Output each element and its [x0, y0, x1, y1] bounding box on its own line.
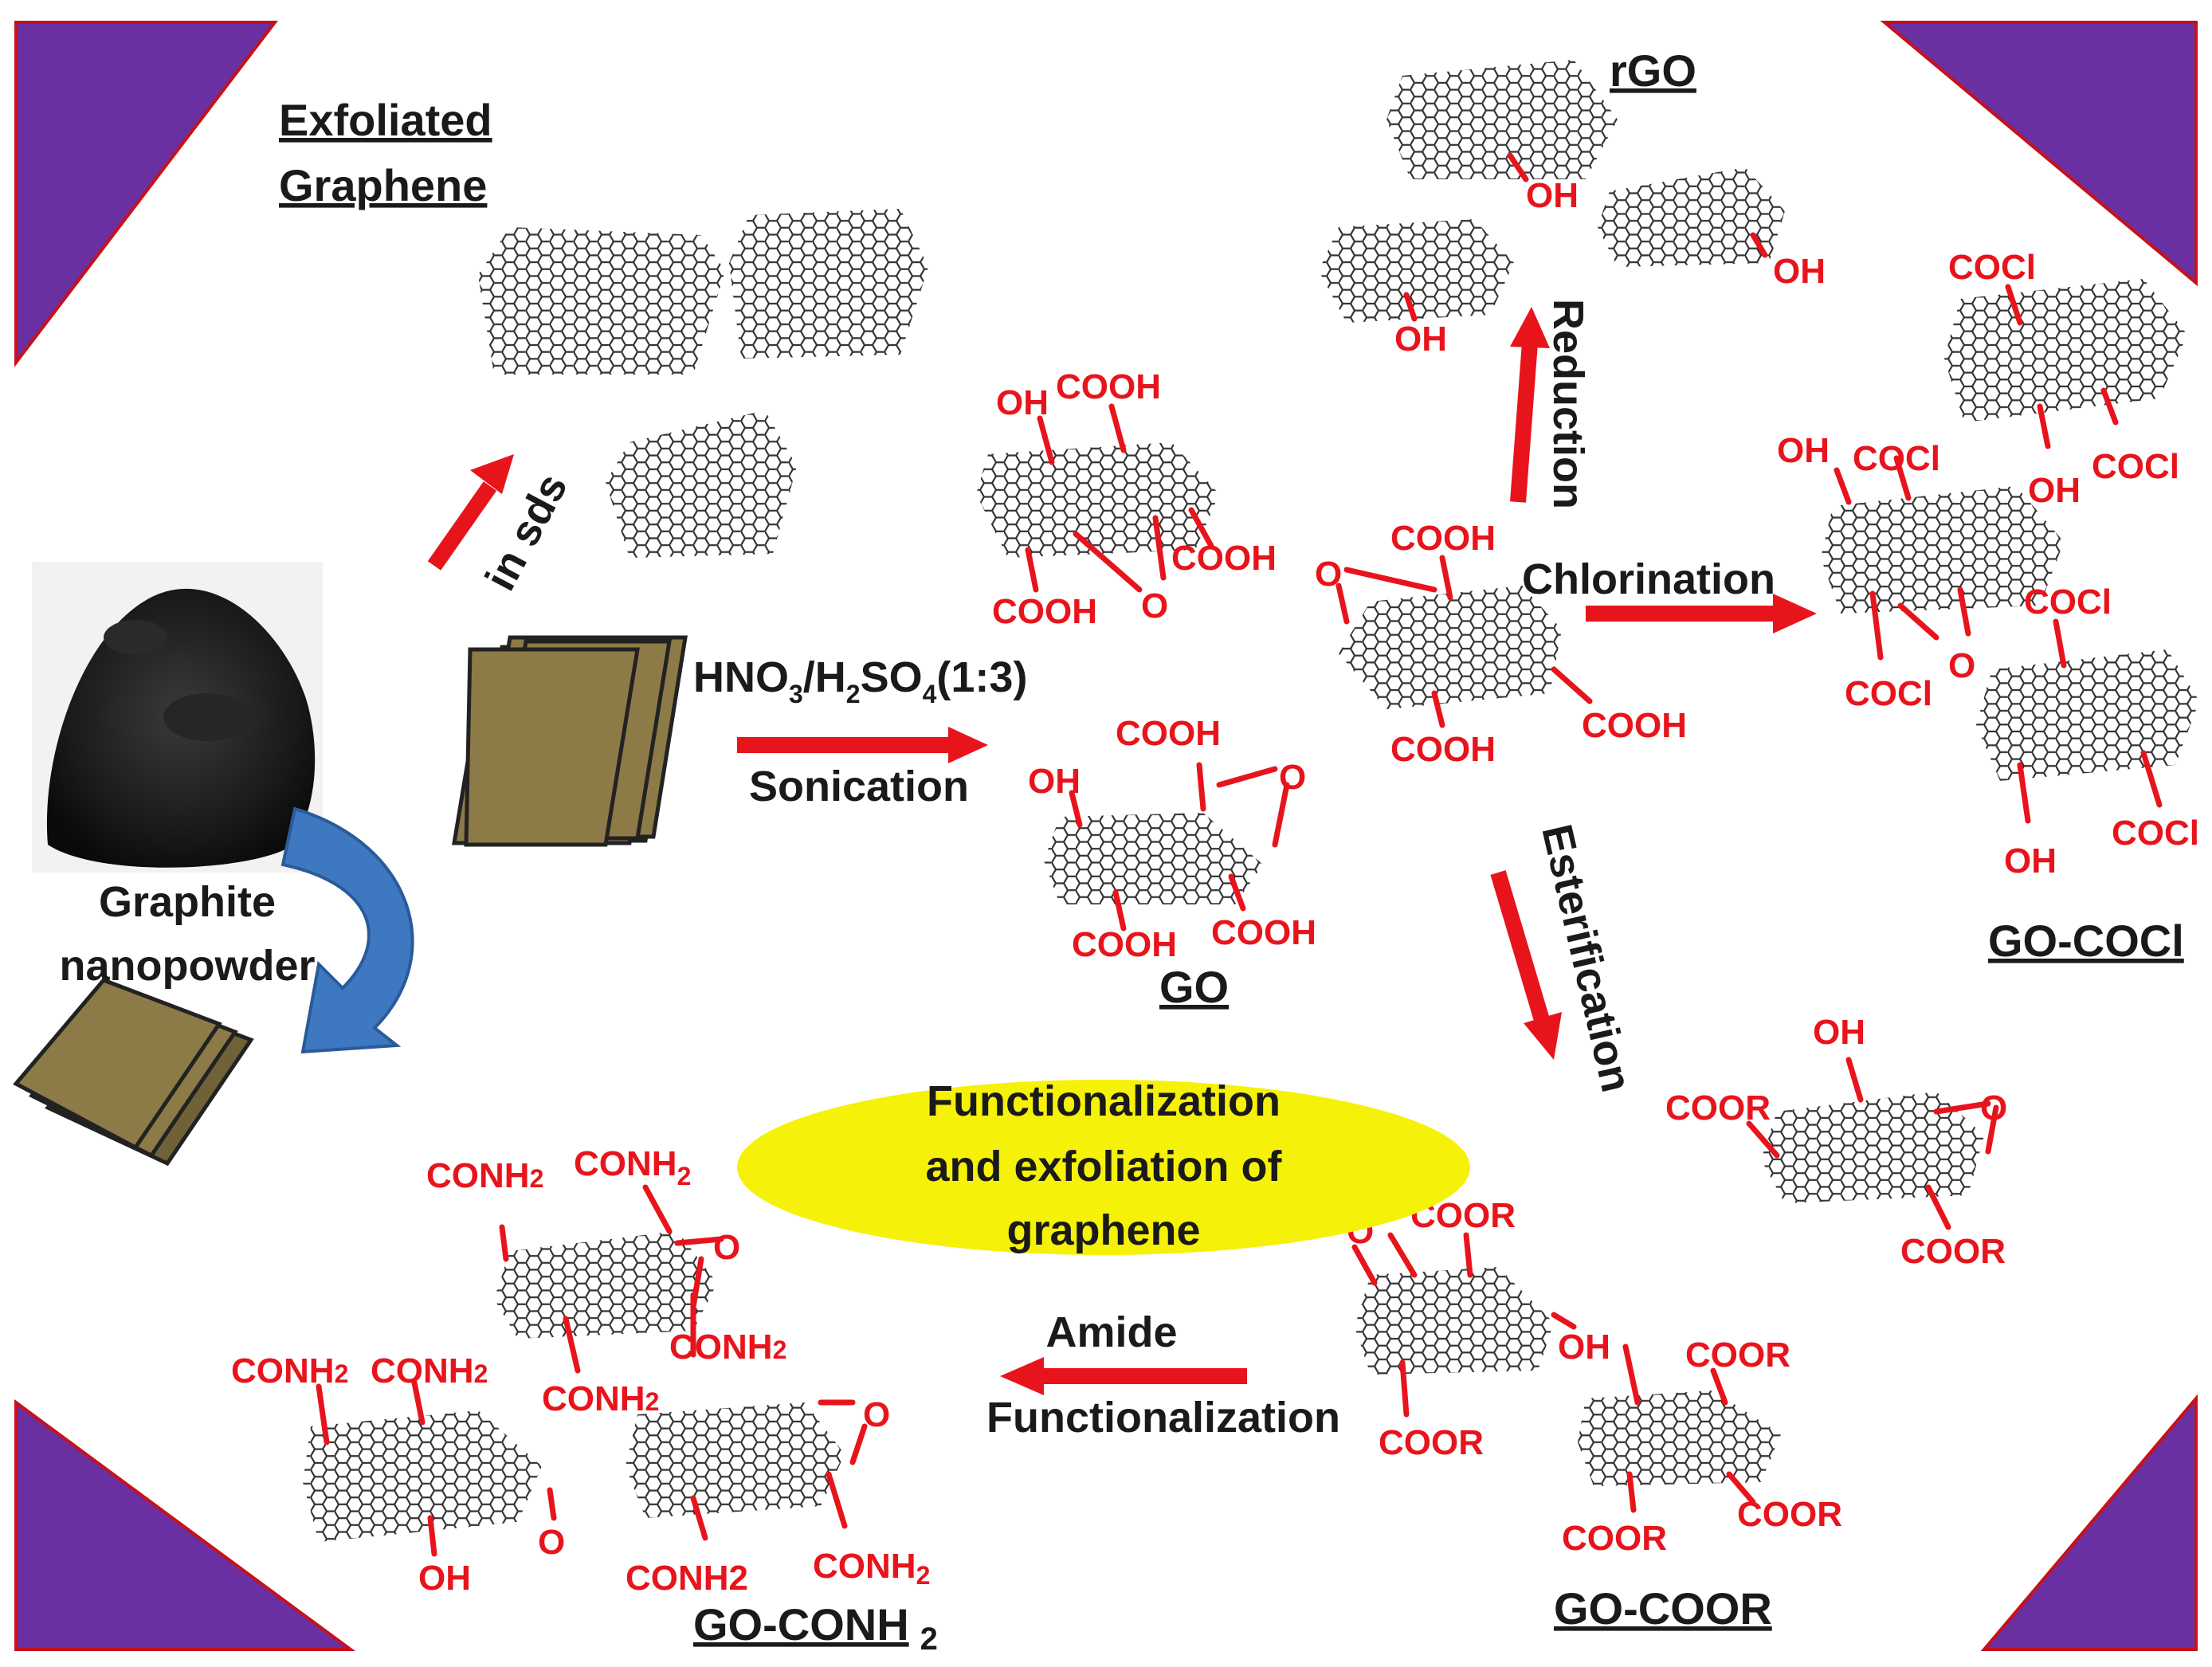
corner-triangle-top-left — [14, 21, 279, 367]
arrow-reduction — [1510, 342, 1538, 503]
group-cooh: COOH — [1582, 706, 1687, 745]
group-coor: COOR — [1737, 1495, 1842, 1534]
group-conh2: CONH2 — [426, 1156, 543, 1195]
graphite-label-line2: nanopowder — [60, 942, 316, 990]
group-o: O — [1315, 555, 1342, 594]
arrow-reduction-head — [1510, 307, 1550, 348]
go-title: GO — [1159, 962, 1229, 1012]
group-cooh: COOH — [1211, 913, 1316, 952]
group-conh2: CONH2 — [231, 1351, 348, 1390]
group-coor: COOR — [1900, 1232, 2006, 1271]
go-coor-molecules — [1351, 1057, 1999, 1513]
arrow-sonication-head — [948, 727, 988, 763]
center-line3: graphene — [1006, 1206, 1200, 1254]
corner-triangle-bottom-left — [14, 1399, 356, 1651]
group-cooh: COOH — [1390, 519, 1496, 558]
group-coor: COOR — [1685, 1336, 1790, 1375]
arrow-in-sds-head — [470, 454, 514, 494]
arrow-esterification-head — [1524, 1012, 1562, 1060]
corner-triangle-top-right — [1880, 21, 2198, 287]
group-o: O — [1948, 646, 1975, 685]
go-molecule-center — [1335, 555, 1593, 728]
exfoliated-title-line1: Exfoliated — [279, 95, 492, 145]
label-amide-line1: Amide — [1045, 1308, 1177, 1356]
group-cooh: COOH — [1072, 925, 1177, 964]
group-conh2: CONH2 — [574, 1144, 691, 1190]
group-cocl: COCl — [1845, 674, 1932, 713]
graphite-sheet-stack — [452, 635, 688, 847]
group-conh2: CONH2 — [542, 1379, 659, 1418]
center-line2: and exfoliation of — [925, 1143, 1282, 1190]
exfoliated-title-line2: Graphene — [279, 160, 487, 210]
group-cocl: COCl — [1853, 439, 1940, 478]
group-oh: OH — [1773, 252, 1826, 291]
group-oh: OH — [1813, 1013, 1865, 1052]
corner-decorations — [14, 21, 2198, 1651]
go-molecule-lower — [1044, 762, 1290, 932]
group-cooh: COOH — [1116, 714, 1221, 753]
group-cocl: COCl — [2092, 447, 2179, 486]
label-chlorination: Chlorination — [1522, 555, 1775, 603]
corner-triangle-bottom-right — [1980, 1394, 2198, 1651]
go-cocl-title: GO-COCl — [1988, 916, 2184, 966]
group-cooh: COOH — [1390, 730, 1496, 769]
group-oh: OH — [1777, 431, 1830, 470]
group-oh: OH — [1028, 762, 1081, 801]
group-coor: COOR — [1379, 1423, 1484, 1462]
group-o: O — [538, 1523, 565, 1562]
group-cooh: COOH — [1171, 539, 1277, 578]
arrow-esterification — [1490, 870, 1550, 1022]
graphite-powder-photo — [32, 562, 323, 873]
group-cocl: COCl — [2112, 814, 2199, 853]
center-line1: Functionalization — [927, 1077, 1281, 1125]
arrow-chlorination-head — [1773, 594, 1817, 633]
arrow-amide-head — [1000, 1357, 1044, 1395]
group-coor: COOR — [1562, 1519, 1667, 1558]
group-oh: OH — [1394, 320, 1447, 359]
go-molecule-upper — [976, 403, 1219, 593]
group-oh: OH — [1526, 176, 1579, 215]
go-coor-title: GO-COOR — [1554, 1583, 1772, 1634]
rgo-sheets — [1319, 60, 1785, 323]
group-conh2: CONH2 — [371, 1351, 488, 1390]
center-ellipse — [737, 1080, 1470, 1255]
label-sonication: Sonication — [749, 763, 969, 810]
group-conh2: CONH2 — [813, 1547, 930, 1590]
rgo-title: rGO — [1610, 45, 1696, 96]
group-cooh: COOH — [992, 592, 1097, 631]
group-conh2: CONH2 — [626, 1559, 748, 1598]
group-o: O — [863, 1395, 890, 1434]
group-oh: OH — [2004, 841, 2057, 881]
label-esterification: Esterification — [1532, 820, 1640, 1096]
group-o: O — [1141, 586, 1168, 626]
group-oh: OH — [2028, 471, 2081, 510]
group-oh: OH — [996, 383, 1049, 422]
group-conh2: CONH2 — [669, 1328, 786, 1367]
label-amide-line2: Functionalization — [986, 1394, 1340, 1441]
svg-text:HNO3/H2SO4(1:3): HNO3/H2SO4(1:3) — [693, 653, 1027, 708]
group-cocl: COCl — [2024, 582, 2112, 622]
graphene-sheet — [729, 209, 928, 359]
go-cocl-molecules — [1821, 279, 2199, 824]
label-acid-mix: HNO3/H2SO4(1:3) — [693, 653, 1027, 708]
group-cooh: COOH — [1056, 367, 1161, 406]
curved-arrow — [280, 806, 414, 1054]
graphite-label-line1: Graphite — [99, 878, 276, 926]
graphene-sheet — [478, 227, 725, 375]
group-o: O — [1980, 1088, 2007, 1128]
label-reduction: Reduction — [1544, 299, 1592, 509]
group-cocl: COCl — [1948, 248, 2036, 287]
go-conh2-molecules — [303, 1184, 868, 1557]
group-o: O — [1279, 758, 1306, 797]
arrow-in-sds — [427, 481, 497, 571]
group-coor: COOR — [1665, 1088, 1771, 1128]
graphene-sheet — [606, 410, 797, 558]
graphite-sheet-small — [13, 978, 254, 1167]
group-o: O — [713, 1228, 740, 1267]
group-oh: OH — [1558, 1328, 1610, 1367]
group-oh: OH — [418, 1559, 471, 1598]
